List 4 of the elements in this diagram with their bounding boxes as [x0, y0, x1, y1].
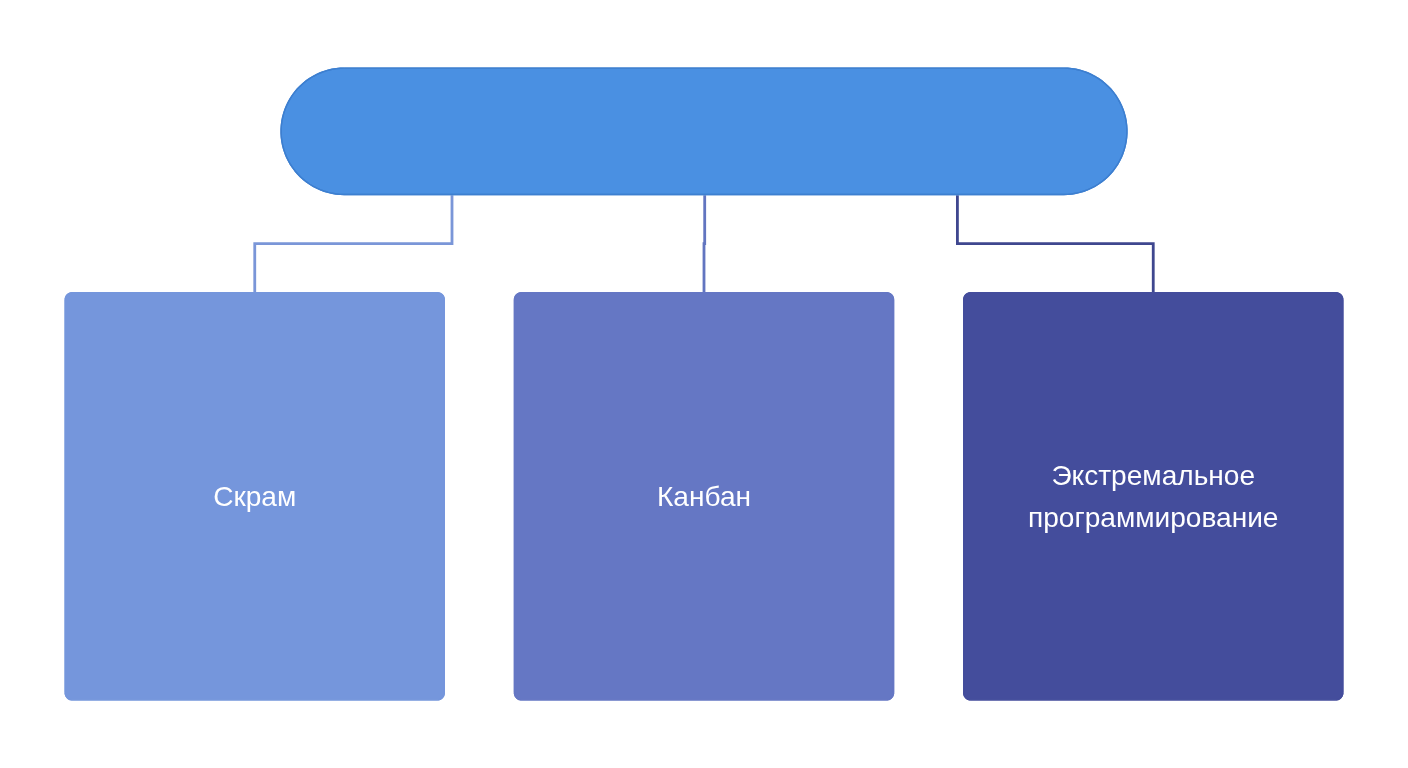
process-box: Канбан [513, 292, 895, 701]
process-box: Экстремальное программирование [963, 292, 1344, 701]
process-box: Скрам [64, 292, 445, 701]
pill-shape [280, 67, 1128, 196]
